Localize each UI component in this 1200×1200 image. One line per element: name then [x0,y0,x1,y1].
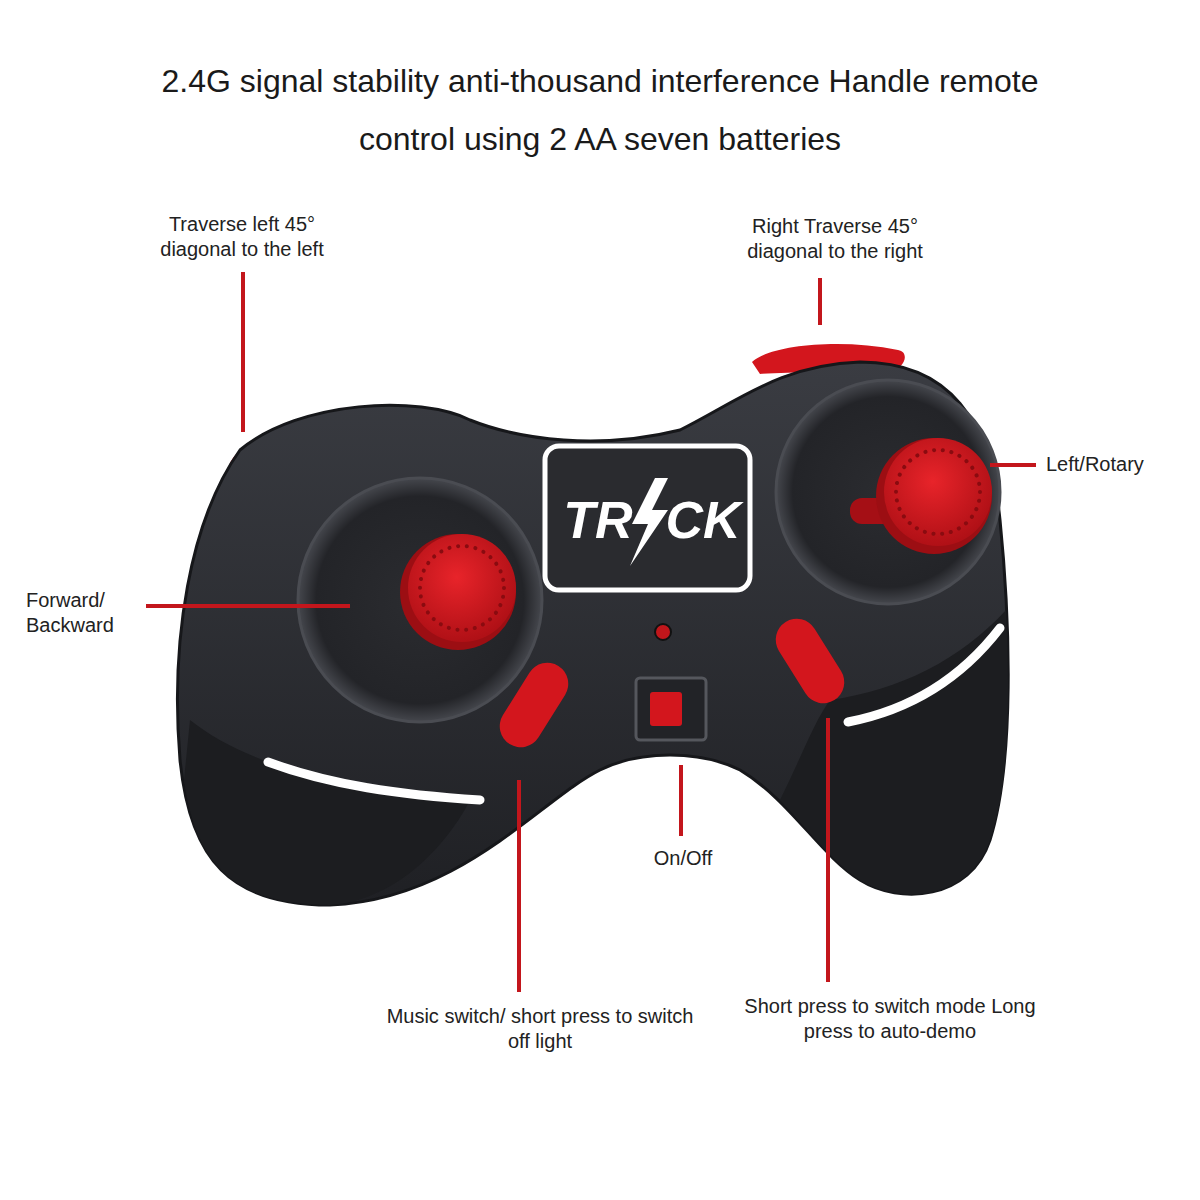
left-grip [184,720,470,905]
left-joystick-well [298,478,542,722]
right-joystick-base [876,438,992,554]
power-switch-slider [650,692,682,726]
logo-text: TR [563,494,632,546]
callout-label: Traverse left 45° diagonal to the left [137,212,347,262]
power-switch [636,678,706,740]
leader-line [679,765,683,836]
callout-label: Left/Rotary [1046,452,1144,477]
mode-button [768,611,852,711]
right-joystick-dots [896,450,980,534]
callout-label: On/Off [633,846,733,871]
logo-text: CK [665,494,740,546]
leader-lines [146,272,1036,992]
leader-line [826,718,830,982]
logo-frame [545,446,750,590]
leader-line [818,278,822,325]
callout-label: Music switch/ short press to switch off … [385,1004,695,1054]
callout-label: Short press to switch mode Long press to… [720,994,1060,1044]
leader-line [517,780,521,992]
left-joystick-base [400,534,516,650]
left-grip-stripe [268,762,480,800]
heading: 2.4G signal stability anti-thousand inte… [145,52,1055,168]
callout-label: Forward/ Backward [26,588,138,638]
left-joystick-cap [408,534,516,642]
left-joystick-dots [420,546,504,630]
leader-line [146,604,350,608]
callout-label: Right Traverse 45° diagonal to the right [719,214,951,264]
leader-line [990,463,1036,467]
indicator-led [655,624,671,640]
music-button [492,655,576,755]
leader-line [241,272,245,432]
right-joystick-cap [884,438,992,546]
right-joystick-well [776,380,1000,604]
logo-lightning [630,478,668,566]
controller-body [178,362,1009,905]
right-grip-stripe [848,628,1000,722]
